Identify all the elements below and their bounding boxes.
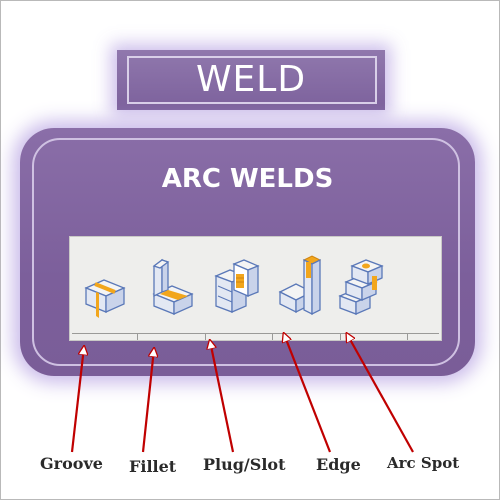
groove-arrow (70, 347, 84, 453)
toolbar-separator (272, 334, 273, 340)
fillet-label: Fillet (129, 457, 177, 476)
toolbar-bottom-line (72, 333, 439, 334)
arc-spot-weld-icon[interactable] (338, 252, 390, 322)
weld-title: WELD (195, 59, 307, 100)
plug-slot-arrow (210, 341, 235, 453)
groove-weld-icon[interactable] (80, 252, 132, 322)
arc-spot-label: Arc Spot (387, 454, 460, 472)
fillet-arrow (141, 349, 154, 453)
edge-label: Edge (316, 455, 361, 474)
weld-title-box (117, 50, 385, 110)
arc-spot-arrow (347, 334, 414, 453)
weld-title-border (127, 56, 377, 104)
edge-arrow (284, 334, 332, 453)
toolbar-separator (407, 334, 408, 340)
toolbar-separator (340, 334, 341, 340)
arc-welds-title: ARC WELDS (161, 164, 334, 194)
toolbar-separator (137, 334, 138, 340)
groove-label: Groove (40, 454, 103, 473)
toolbar-separator (205, 334, 206, 340)
edge-weld-icon[interactable] (276, 252, 328, 322)
plug-slot-weld-icon[interactable] (212, 252, 264, 322)
plug-slot-label: Plug/Slot (203, 455, 286, 474)
fillet-weld-icon[interactable] (146, 252, 198, 322)
arc-welds-panel-border (32, 138, 460, 366)
